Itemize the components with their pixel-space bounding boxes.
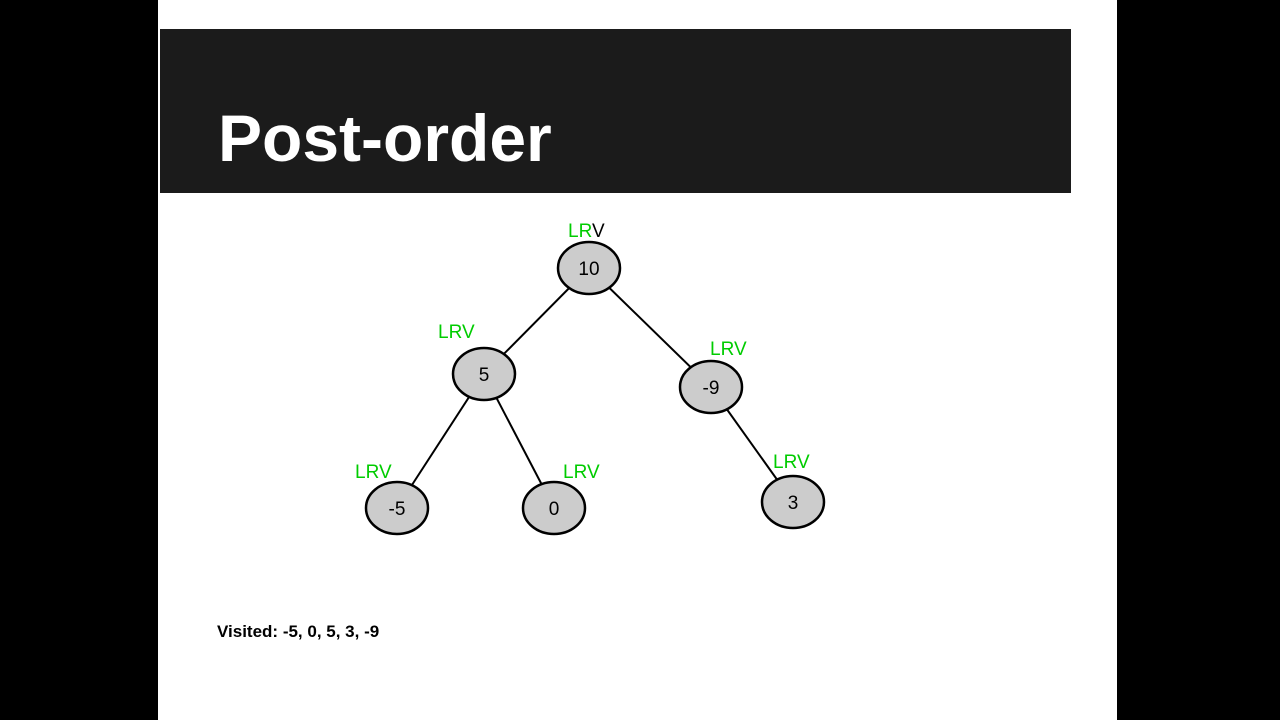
node-circle xyxy=(364,480,430,536)
page-title: Post-order xyxy=(218,101,552,175)
traversal-label-left: LRV xyxy=(438,322,475,343)
node-value: 10 xyxy=(578,259,599,280)
tree-node-left-right: 0 xyxy=(521,480,587,536)
label-done-part: LRV xyxy=(438,322,475,343)
visited-sequence-text: Visited: -5, 0, 5, 3, -9 xyxy=(217,622,380,641)
label-done-part: LRV xyxy=(355,462,392,483)
node-value: -9 xyxy=(703,378,720,399)
node-circle xyxy=(678,359,744,415)
label-done-part: LRV xyxy=(710,339,747,360)
tree-node-left-left: -5 xyxy=(364,480,430,536)
tree-node-right: -9 xyxy=(678,359,744,415)
tree-node-root: 10 xyxy=(556,240,622,296)
tree-node-right-right: 3 xyxy=(760,474,826,530)
label-pending-part: V xyxy=(592,221,605,242)
label-done-part: LR xyxy=(568,221,592,242)
node-circle xyxy=(451,346,517,402)
node-value: 0 xyxy=(549,499,560,520)
node-value: 3 xyxy=(788,493,799,514)
node-value: 5 xyxy=(479,365,490,386)
traversal-label-right: LRV xyxy=(710,339,747,360)
letterbox-left xyxy=(0,0,158,720)
traversal-label-root: LRV xyxy=(568,221,605,242)
traversal-label-right-right: LRV xyxy=(773,452,810,473)
traversal-label-left-left: LRV xyxy=(355,462,392,483)
node-circle xyxy=(521,480,587,536)
tree-node-left: 5 xyxy=(451,346,517,402)
label-done-part: LRV xyxy=(773,452,810,473)
node-value: -5 xyxy=(389,499,406,520)
node-circle xyxy=(760,474,826,530)
title-bar: Post-order xyxy=(160,29,1071,193)
letterbox-right xyxy=(1117,0,1280,720)
label-done-part: LRV xyxy=(563,462,600,483)
traversal-label-left-right: LRV xyxy=(563,462,600,483)
node-circle xyxy=(556,240,622,296)
